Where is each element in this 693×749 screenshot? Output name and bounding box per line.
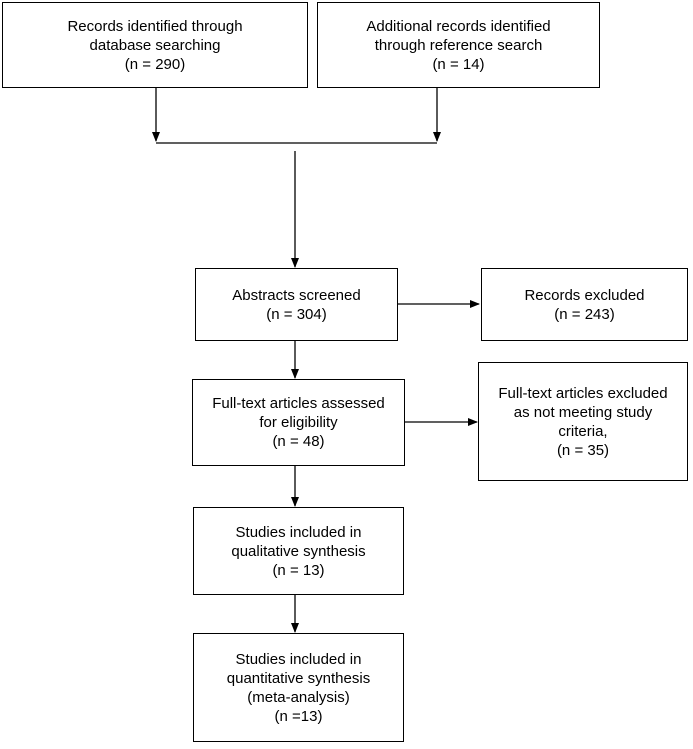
box-text-line: Studies included in — [235, 523, 362, 541]
box-text-line: through reference search — [374, 36, 543, 54]
box-text-line: (n = 35) — [556, 441, 610, 459]
box-text-line: Records excluded — [524, 286, 645, 304]
box-text-line: Full-text articles assessed — [212, 395, 385, 412]
box-text-line: (n = 48) — [272, 433, 325, 450]
box-text-line: qualitative synthesis — [231, 542, 366, 560]
box-text-line: as not meeting study — [513, 403, 653, 421]
box-text-line: Records identified through — [67, 17, 243, 35]
box-text-line: Full-text articles excluded — [498, 384, 668, 402]
box-text-line: Additional records identified — [366, 17, 551, 35]
box-text-line: database searching — [89, 36, 221, 54]
box-text-line: (meta-analysis) — [247, 688, 350, 706]
box-text-line: for eligibility — [259, 414, 338, 431]
records-excluded-box: Records excluded(n = 243) — [481, 268, 688, 341]
full-text-assessed-box: Full-text articles assessed for eligibili… — [192, 379, 405, 466]
box-text-line: (n =13) — [274, 707, 323, 725]
box-text-line: (n = 243) — [554, 305, 615, 323]
box-text-line: quantitative synthesis — [226, 669, 371, 687]
box-text-line: Studies included in — [235, 650, 362, 668]
box-text-line: (n = 13) — [272, 561, 325, 579]
box-text-line: Abstracts screened — [232, 286, 361, 304]
box-text-line: criteria, — [558, 422, 608, 440]
box-text-line: (n = 14) — [432, 55, 485, 73]
abstracts-screened-box: Abstracts screened(n = 304) — [195, 268, 398, 341]
box-text-line: (n = 290) — [124, 55, 186, 73]
box-text-line: (n = 304) — [266, 305, 327, 323]
